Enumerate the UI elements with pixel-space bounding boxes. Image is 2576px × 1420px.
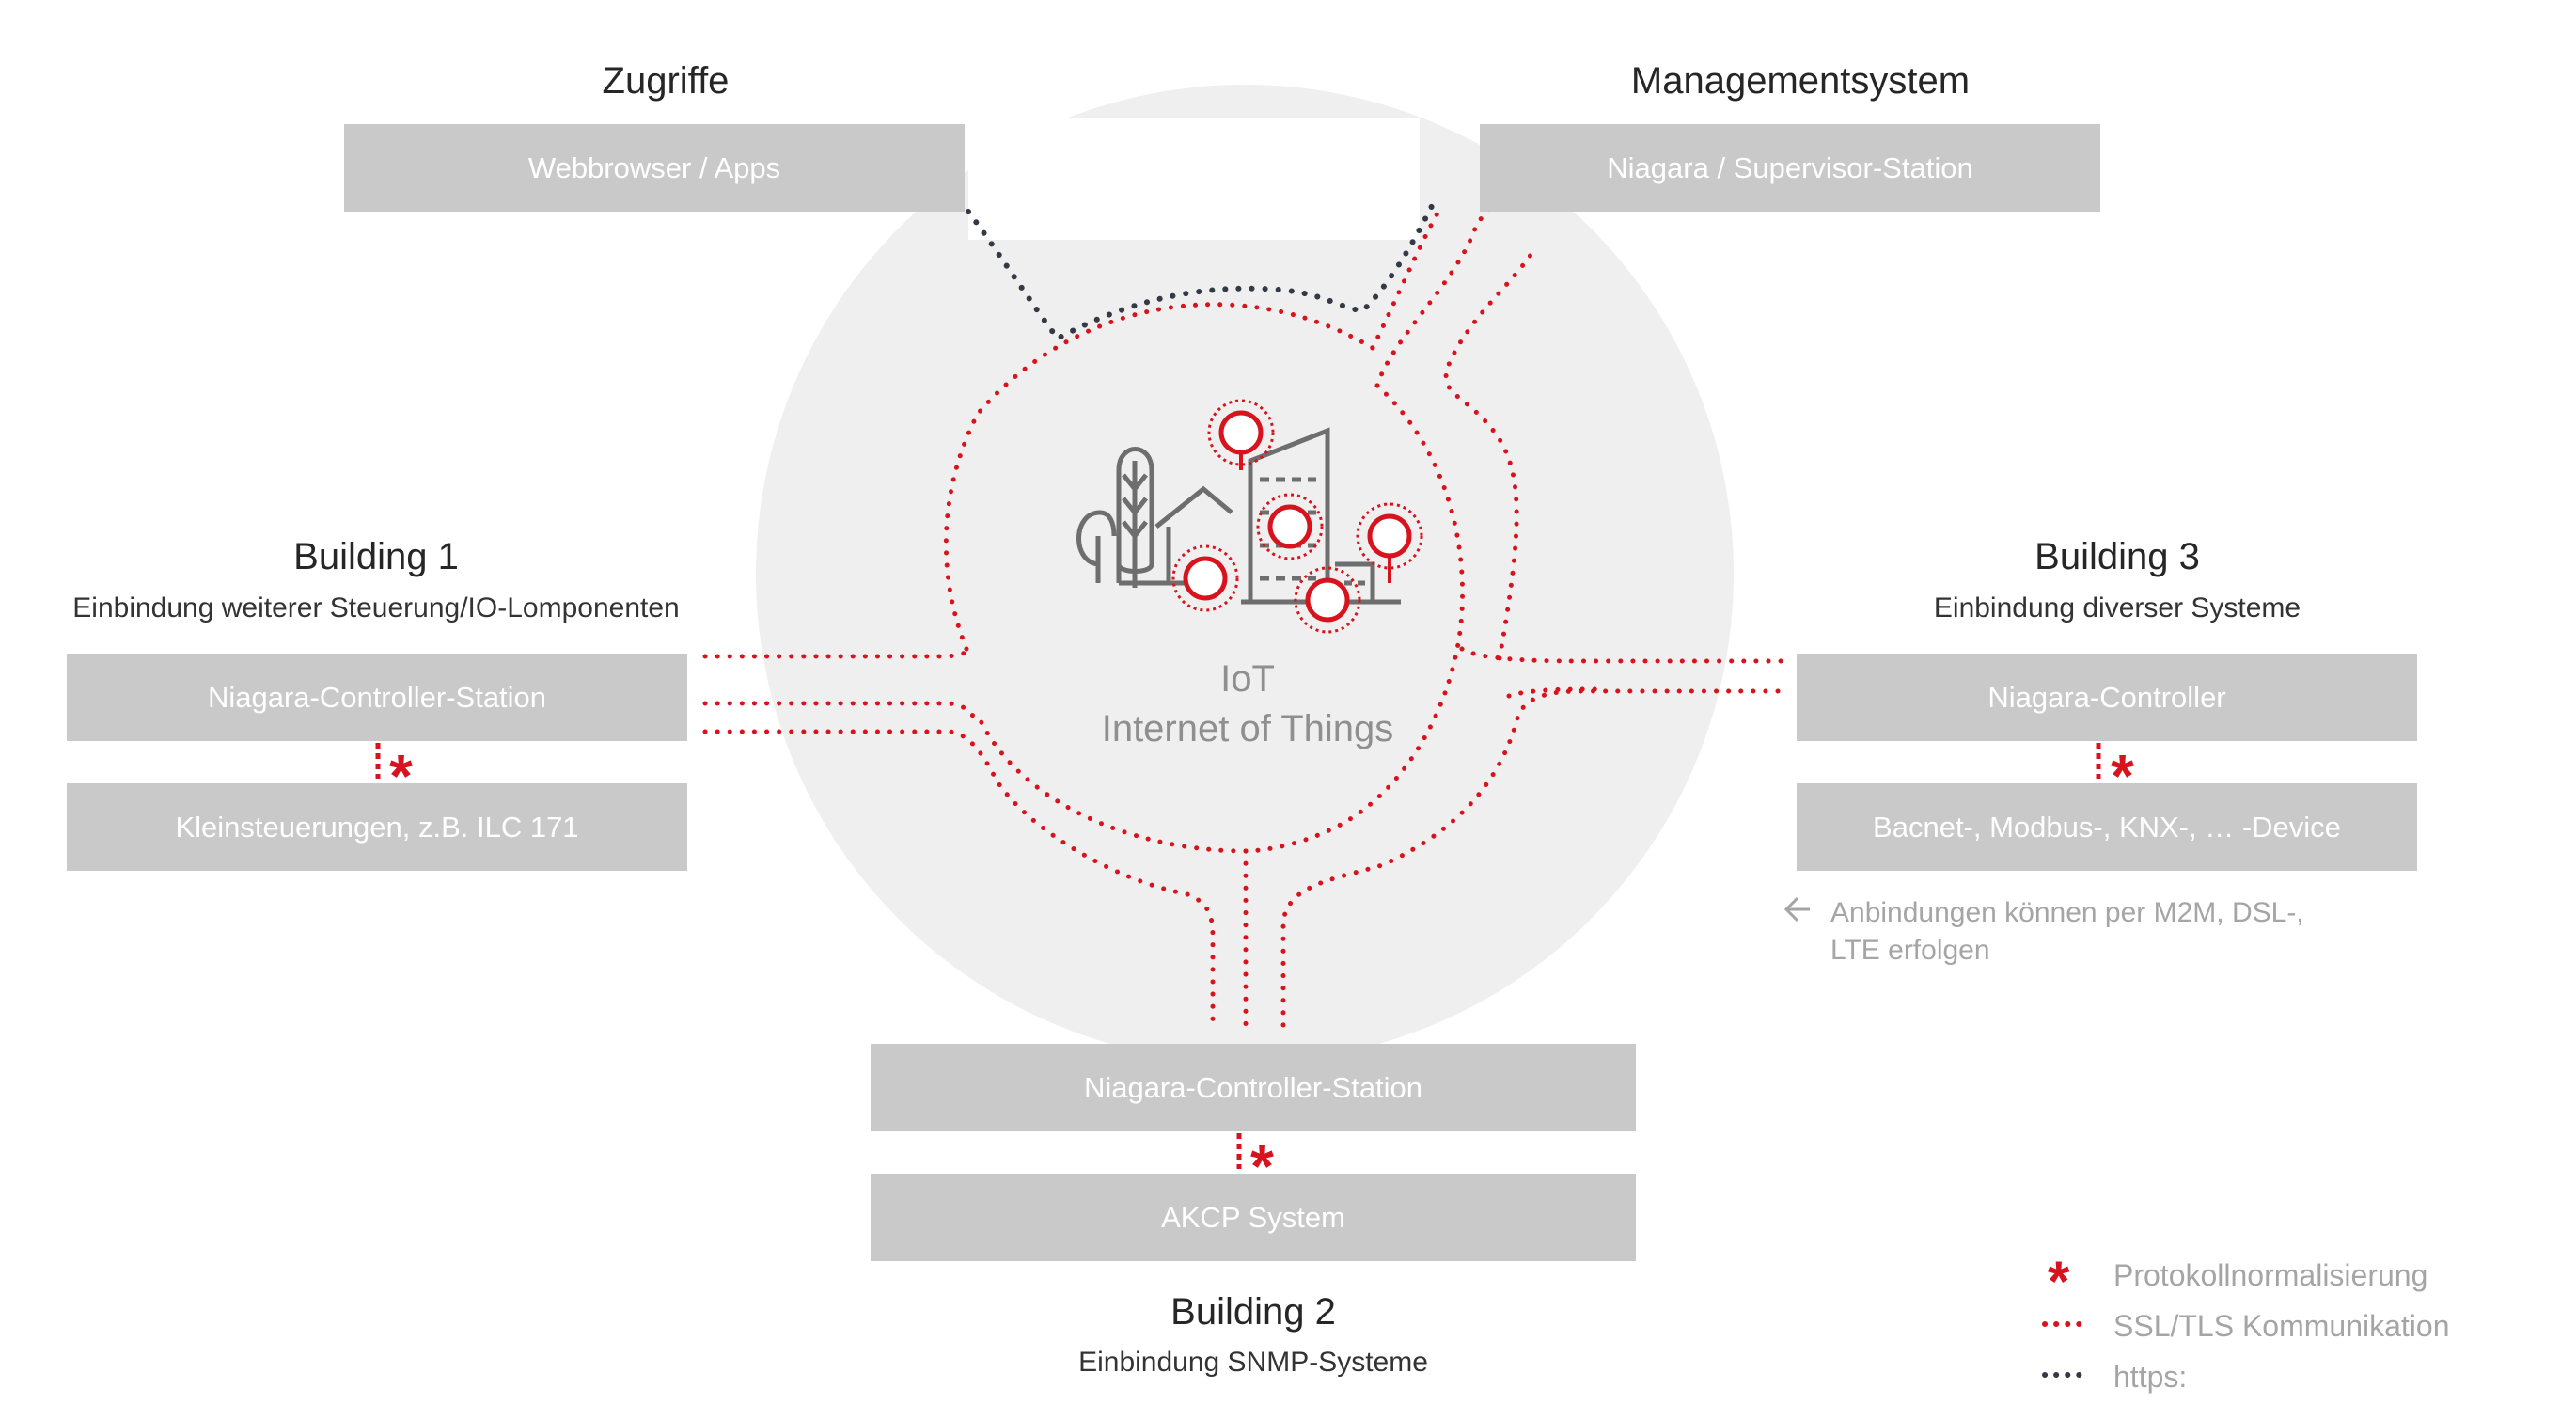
ssl-link-building1-a: [702, 646, 971, 659]
iot-subtitle: Internet of Things: [1101, 708, 1394, 749]
building2-device-box: AKCP System: [871, 1174, 1636, 1261]
legend-https-label: https:: [2113, 1360, 2188, 1394]
building2-controller-box: Niagara-Controller-Station: [871, 1044, 1636, 1131]
sensor-marker: [1207, 399, 1275, 470]
ssl-link-mgmt-a: [1370, 209, 1441, 351]
ssl-link-building1-c: [702, 729, 1216, 1028]
building3-note-line1: Anbindungen können per M2M, DSL-,: [1830, 897, 2304, 928]
legend-ssl-label: SSL/TLS Kommunikation: [2113, 1309, 2450, 1343]
subtitle-building3: Einbindung diverser Systeme: [1933, 592, 2301, 623]
iot-circle-background: [756, 85, 1734, 1063]
heading-zugriffe: Zugriffe: [602, 60, 730, 102]
subtitle-building1: Einbindung weiterer Steuerung/IO-Lompone…: [72, 592, 680, 623]
heading-building3: Building 3: [2034, 536, 2200, 577]
sensor-marker: [1356, 502, 1423, 583]
ssl-link-mgmt-c: [1443, 249, 1535, 661]
legend-normalization-icon: *: [2048, 1250, 2070, 1313]
ssl-link-mgmt-b: [1374, 195, 1505, 388]
building3-controller-box: Niagara-Controller: [1797, 654, 2417, 741]
building1-device-box: Kleinsteuerungen, z.B. ILC 171: [67, 783, 687, 871]
sensor-marker: [1256, 493, 1324, 560]
ssl-link-building3-a: [1459, 646, 1789, 664]
arrow-left-icon: [1783, 896, 1810, 923]
heading-building2: Building 2: [1170, 1291, 1336, 1333]
building1-controller-box: Niagara-Controller-Station: [67, 654, 687, 741]
heading-managementsystem: Managementsystem: [1630, 60, 1971, 102]
legend-normalization-label: Protokollnormalisierung: [2113, 1258, 2428, 1292]
iot-sensor-markers: [1171, 399, 1423, 634]
webbrowser-apps-box: Webbrowser / Apps: [344, 124, 965, 212]
sensor-marker: [1171, 544, 1239, 612]
sensor-marker: [1294, 566, 1361, 634]
circle-notch: [968, 118, 1420, 240]
https-link: [966, 199, 1437, 342]
building3-note-line2: LTE erfolgen: [1830, 935, 1990, 966]
building3-device-box: Bacnet-, Modbus-, KNX-, … -Device: [1797, 783, 2417, 871]
ssl-link-building1-b: [702, 701, 981, 725]
heading-building1: Building 1: [293, 536, 459, 577]
ssl-link-building2-b: [1280, 688, 1789, 1028]
ssl-ring-right: [975, 383, 1466, 854]
subtitle-building2: Einbindung SNMP-Systeme: [1078, 1347, 1428, 1378]
iot-label: IoT: [1220, 658, 1275, 700]
ssl-ring-left: [943, 302, 1375, 652]
supervisor-station-box: Niagara / Supervisor-Station: [1480, 124, 2100, 212]
